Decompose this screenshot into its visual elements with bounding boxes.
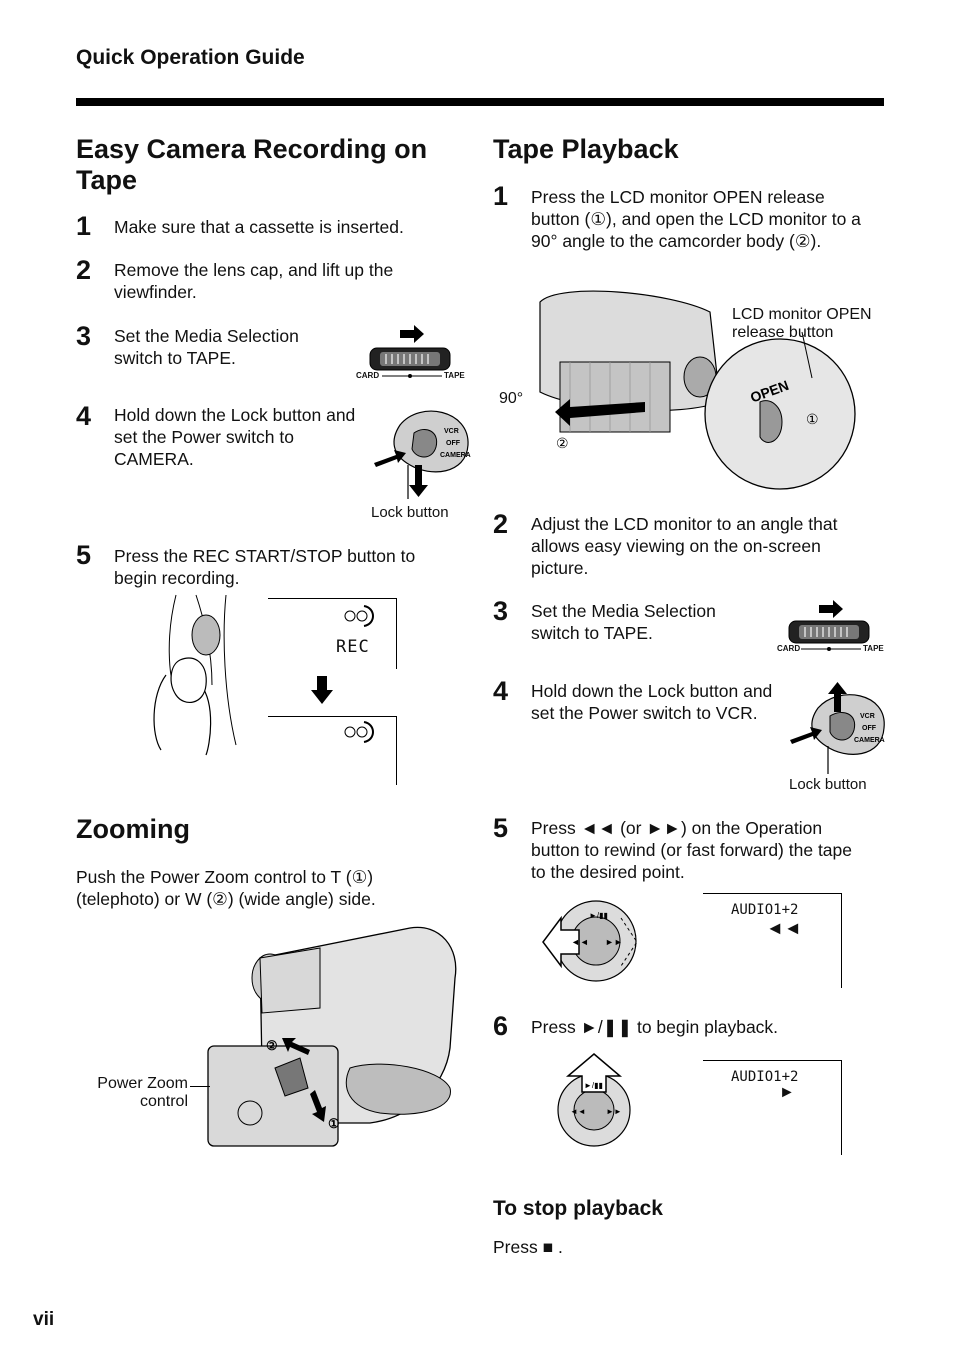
switch-label-tape: TAPE (444, 371, 465, 380)
step-text: Press the REC START/STOP button to begin… (114, 546, 416, 588)
step-number: 2 (493, 509, 509, 539)
rewind-indicator-icon: ◄◄ (766, 918, 802, 938)
step-number: 6 (493, 1011, 509, 1041)
camcorder-zoom-illustration: ② ① (207, 926, 457, 1147)
arrow-right-icon (369, 325, 451, 378)
arrow-down-icon (311, 676, 333, 704)
power-zoom-caption: Power Zoom control (90, 1075, 188, 1111)
header-rule (76, 98, 884, 106)
zoom-instructions: Push the Power Zoom control to T (①) (te… (76, 867, 376, 909)
svg-text:◄◄: ◄◄ (571, 937, 589, 947)
step-text: Adjust the LCD monitor to an angle that … (531, 514, 838, 578)
lcd-release-caption-line: release button (732, 324, 834, 341)
switch-label-tape: TAPE (863, 644, 884, 653)
step-text: Press ◄◄ (or ►►) on the Operation button… (531, 818, 852, 882)
step-number: 1 (76, 211, 92, 241)
section-title-tape-playback: Tape Playback (493, 134, 679, 164)
audio-indicator: AUDIO1+2 (731, 902, 799, 918)
svg-text:►/▮▮: ►/▮▮ (589, 911, 608, 920)
svg-text:►►: ►► (605, 937, 623, 947)
stop-playback-title: To stop playback (493, 1197, 663, 1220)
lcd-display-frame (268, 716, 397, 785)
step-text: Set the Media Selection switch to TAPE. (531, 601, 716, 643)
stop-playback-text: Press ■ . (493, 1237, 563, 1257)
rec-button-press-illustration (153, 594, 237, 756)
lcd-open-illustration: OPEN ② ① (539, 290, 856, 490)
step-text: Make sure that a cassette is inserted. (114, 217, 404, 237)
page-number: vii (33, 1309, 55, 1330)
rec-indicator: REC (336, 637, 370, 657)
lcd-display-frame (268, 598, 397, 669)
step-number: 3 (493, 596, 509, 626)
step-text: Remove the lens cap, and lift up the vie… (114, 260, 394, 302)
svg-text:CAMERA: CAMERA (854, 737, 885, 744)
section-title-camera-recording: Easy Camera Recording on Tape (76, 134, 428, 195)
arrow-right-icon (788, 600, 870, 651)
power-switch-illustration: VCR OFF CAMERA (790, 682, 885, 774)
svg-text:►/▮▮: ►/▮▮ (584, 1081, 603, 1090)
play-indicator-icon: ► (779, 1084, 795, 1101)
svg-text:①: ① (328, 1116, 340, 1131)
power-zoom-caption-line: Power Zoom (97, 1075, 188, 1092)
step-text: Hold down the Lock button and set the Po… (531, 681, 773, 723)
step-number: 5 (76, 540, 92, 570)
tape-reels-icon (344, 605, 374, 627)
svg-text:②: ② (266, 1038, 278, 1053)
lcd-release-caption: LCD monitor OPEN release button (732, 306, 872, 342)
step-text: Press the LCD monitor OPEN release butto… (531, 187, 861, 251)
power-switch-illustration: VCR OFF CAMERA (374, 410, 471, 499)
media-switch-illustration: CARD TAPE (356, 322, 468, 382)
svg-text:VCR: VCR (444, 428, 459, 435)
step-number: 4 (76, 401, 92, 431)
power-zoom-caption-line: control (139, 1093, 188, 1110)
step-text: Set the Media Selection switch to TAPE. (114, 326, 299, 368)
svg-text:OFF: OFF (862, 725, 877, 732)
lcd-display-frame (703, 893, 842, 988)
svg-text:►►: ►► (606, 1107, 622, 1116)
step-number: 1 (493, 181, 509, 211)
svg-text:VCR: VCR (860, 713, 875, 720)
svg-text:◄◄: ◄◄ (570, 1107, 586, 1116)
tape-reels-icon (344, 721, 374, 743)
section-title-zooming: Zooming (76, 814, 190, 844)
svg-text:②: ② (556, 435, 569, 451)
step-number: 4 (493, 676, 509, 706)
step-number: 2 (76, 255, 92, 285)
lock-button-caption: Lock button (371, 504, 449, 521)
step-number: 5 (493, 813, 509, 843)
svg-text:①: ① (806, 411, 819, 427)
step-text: Hold down the Lock button and set the Po… (114, 405, 356, 469)
step-number: 3 (76, 321, 92, 351)
lcd-display-frame (703, 1060, 842, 1155)
media-switch-illustration: CARD TAPE (775, 597, 887, 657)
angle-label: 90° (499, 390, 524, 407)
operation-button-play-illustration: ►/▮▮ ◄◄ ►► (557, 1053, 631, 1147)
switch-label-card: CARD (777, 644, 801, 653)
svg-text:OFF: OFF (446, 440, 461, 447)
operation-button-rewind-illustration: ►/▮▮ ◄◄ ►► (542, 900, 638, 982)
page-header-title: Quick Operation Guide (76, 46, 305, 69)
audio-indicator: AUDIO1+2 (731, 1069, 799, 1085)
step-text: Press ►/❚❚ to begin playback. (531, 1017, 779, 1037)
switch-label-card: CARD (356, 371, 380, 380)
lock-button-caption: Lock button (789, 776, 867, 793)
lcd-release-caption-line: LCD monitor OPEN (732, 306, 872, 323)
svg-text:CAMERA: CAMERA (440, 452, 471, 459)
caption-leader-line (190, 1086, 210, 1087)
